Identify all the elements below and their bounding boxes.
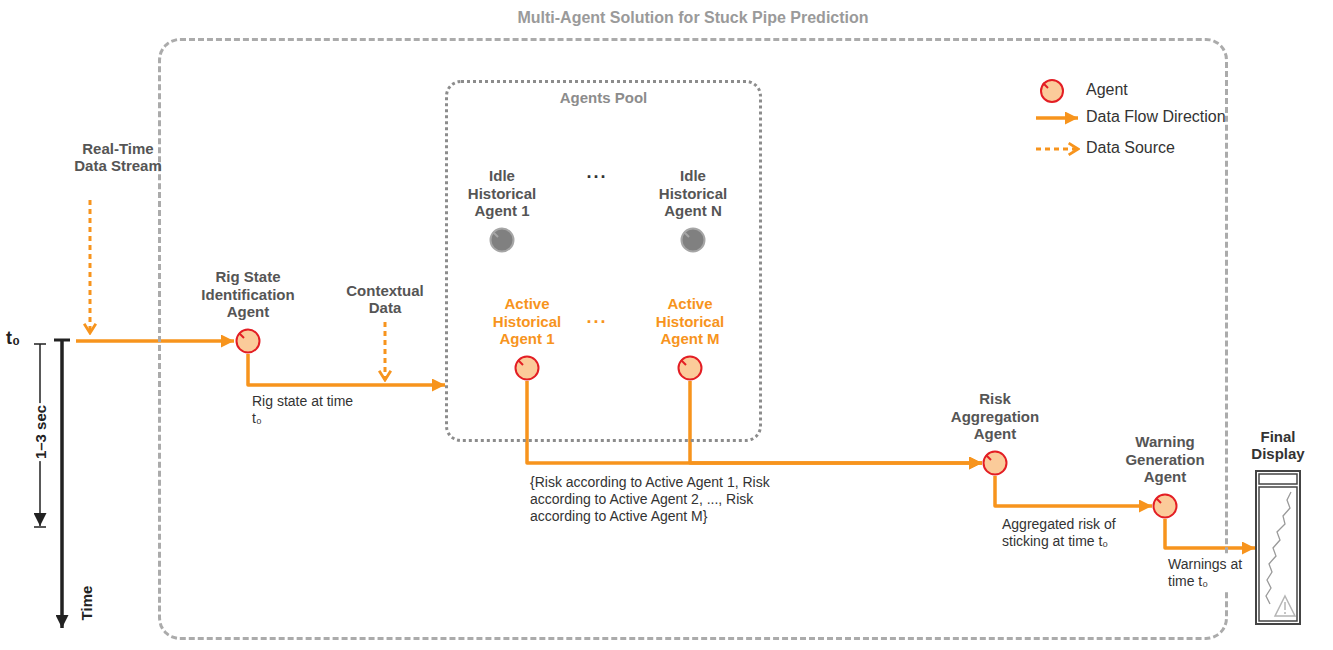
input-arrow <box>76 339 234 343</box>
flow-connector <box>248 354 445 385</box>
flow-connector <box>995 476 1152 506</box>
ellipsis: ... <box>580 307 614 328</box>
agents-pool: Agents PoolIdle Historical Agent 1 Idle H… <box>445 80 762 442</box>
agent-icon <box>677 355 703 381</box>
agent-node: Rig State Identification Agent <box>235 328 261 354</box>
agent-node: Active Historical Agent 1 <box>514 355 540 381</box>
agent-node: Idle Historical Agent N <box>680 227 706 253</box>
edge-label: Rig state at time t₀ <box>252 393 362 427</box>
agent-name: Active Historical Agent 1 <box>477 295 577 347</box>
edge-label: {Risk according to Active Agent 1, Risk … <box>530 474 800 524</box>
time-axis <box>60 340 64 628</box>
agent-icon <box>514 355 540 381</box>
legend-flow-sample <box>1036 116 1078 120</box>
display-box: Final Display <box>1255 470 1301 625</box>
idle-agent-icon <box>680 227 706 253</box>
agent-node: Risk Aggregation Agent <box>982 450 1008 476</box>
agent-name: Rig State Identification Agent <box>188 268 308 320</box>
agent-name: Idle Historical Agent N <box>648 167 738 219</box>
legend-text: Agent <box>1086 81 1128 99</box>
flow-connector <box>1165 519 1255 548</box>
agent-icon <box>982 450 1008 476</box>
legend-text: Data Flow Direction <box>1086 108 1226 126</box>
edge-label: Warnings at time t₀ <box>1168 556 1250 590</box>
duration-label: 1–3 sec <box>32 403 49 461</box>
ellipsis: ... <box>580 162 614 183</box>
legend-source-sample <box>1036 148 1078 151</box>
source-name: Contextual Data <box>330 282 440 317</box>
agent-node: Warning Generation Agent <box>1152 493 1178 519</box>
legend-agent-sample <box>1041 80 1063 102</box>
agent-name: Final Display <box>1240 428 1316 463</box>
time-marker: t₀ <box>6 328 20 350</box>
source-arrow <box>384 322 387 380</box>
agent-node: Idle Historical Agent 1 <box>489 227 515 253</box>
legend-text: Data Source <box>1086 139 1175 157</box>
agent-name: Idle Historical Agent 1 <box>457 167 547 219</box>
agent-name: Warning Generation Agent <box>1115 433 1215 485</box>
agent-node: Active Historical Agent M <box>677 355 703 381</box>
agent-name: Active Historical Agent M <box>640 295 740 347</box>
axis-label: Time <box>78 584 95 623</box>
idle-agent-icon <box>489 227 515 253</box>
edge-label: Aggregated risk of sticking at time t₀ <box>1002 516 1127 550</box>
diagram-title: Multi-Agent Solution for Stuck Pipe Pred… <box>161 9 1225 27</box>
agent-icon <box>235 328 261 354</box>
pool-title: Agents Pool <box>448 89 759 106</box>
source-name: Real-Time Data Stream <box>68 140 168 175</box>
system-region: Multi-Agent Solution for Stuck Pipe Pred… <box>158 38 1228 640</box>
display-illustration <box>1255 470 1301 625</box>
flow-connector <box>527 381 982 463</box>
time-tick <box>54 339 70 342</box>
flow-connector <box>690 381 982 463</box>
agent-name: Risk Aggregation Agent <box>945 390 1045 442</box>
agent-icon <box>1152 493 1178 519</box>
source-arrow <box>89 200 92 333</box>
